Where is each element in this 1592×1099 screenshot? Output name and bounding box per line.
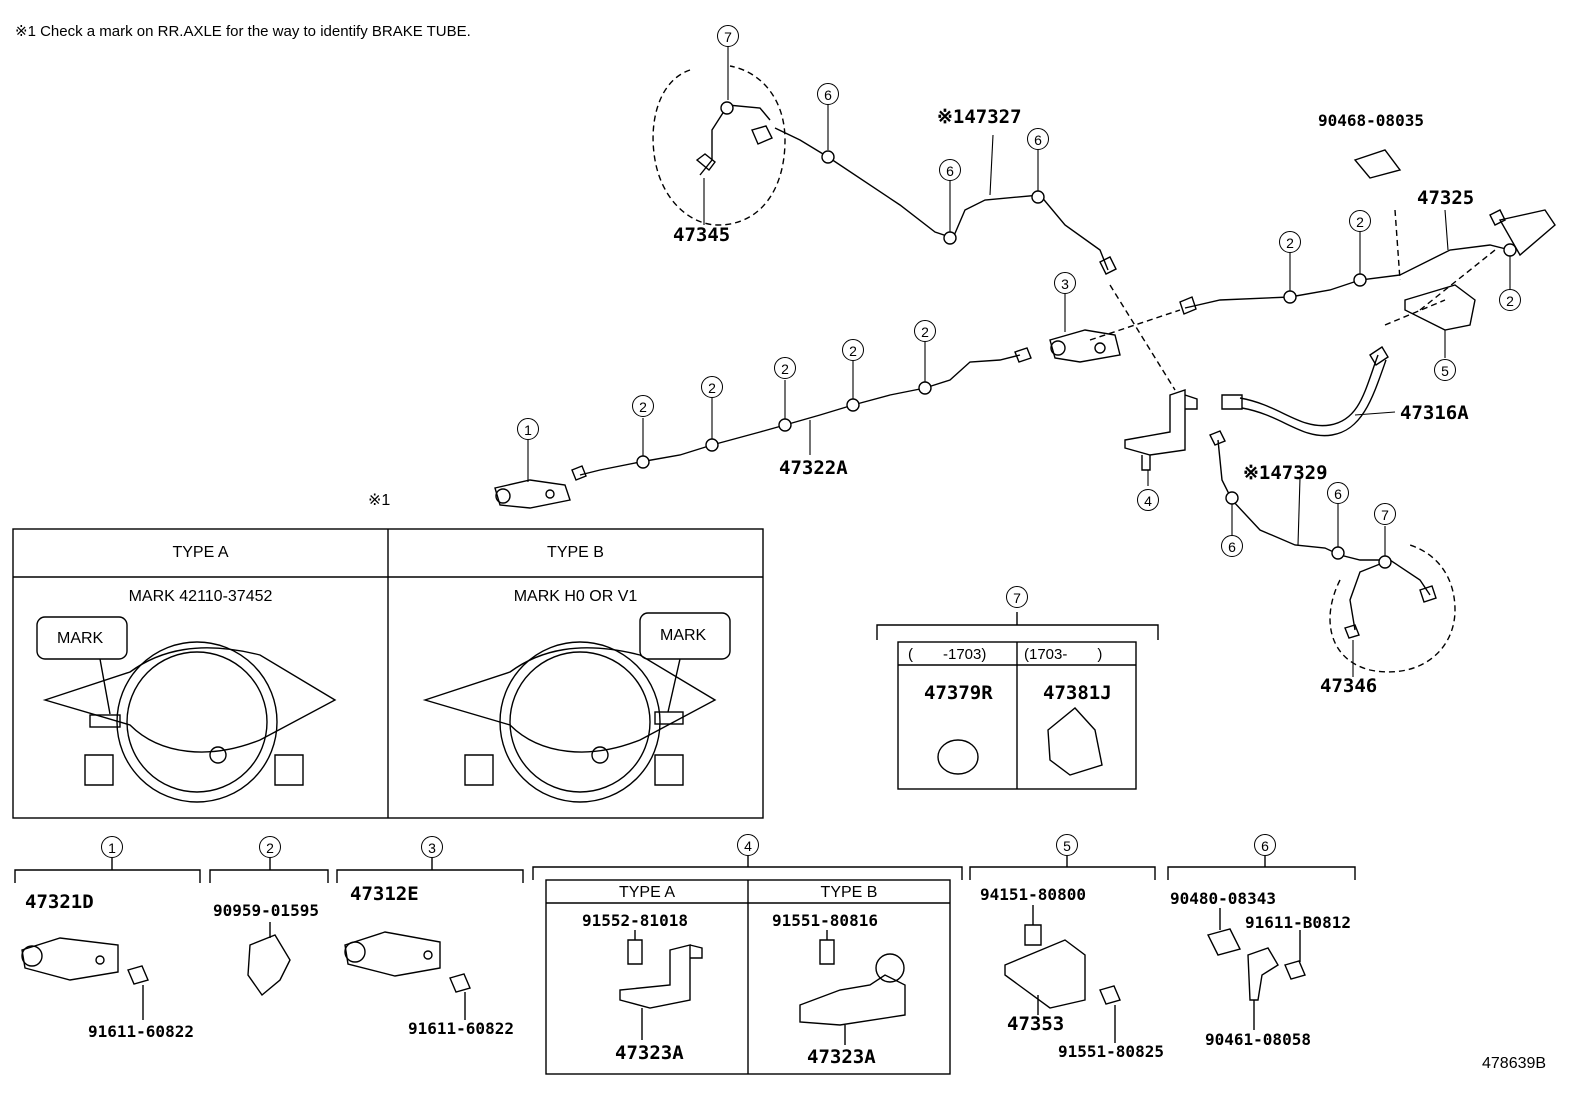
- part-90461-08058[interactable]: 90461-08058: [1205, 1030, 1311, 1049]
- detail-1-union: [21, 937, 149, 1020]
- callout-2[interactable]: 2: [914, 320, 936, 342]
- callout-2[interactable]: 2: [701, 376, 723, 398]
- callout-6[interactable]: 6: [1254, 834, 1276, 856]
- callout-7[interactable]: 7: [717, 25, 739, 47]
- callout-2[interactable]: 2: [1279, 231, 1301, 253]
- callout-3[interactable]: 3: [421, 836, 443, 858]
- bracket-47323A: [1124, 389, 1198, 471]
- part-91611-60822[interactable]: 91611-60822: [88, 1022, 194, 1041]
- part-91552-81018[interactable]: 91552-81018: [582, 911, 688, 930]
- axle-type-table: [12, 528, 764, 819]
- callout-1[interactable]: 1: [101, 836, 123, 858]
- detail-7-table: [876, 612, 1159, 790]
- callout-3[interactable]: 3: [1054, 272, 1076, 294]
- callout-4[interactable]: 4: [737, 834, 759, 856]
- detail-2-clip: [247, 922, 291, 997]
- detail7-col2-header: (1703- ): [1024, 646, 1103, 663]
- mark-label-a: MARK: [57, 630, 104, 647]
- note-text: ※1 Check a mark on RR.AXLE for the way t…: [15, 23, 471, 40]
- brake-tube-47327: [774, 127, 1117, 275]
- part-47323A-b[interactable]: 47323A: [807, 1046, 876, 1068]
- part-90468-08035[interactable]: 90468-08035: [1318, 111, 1424, 130]
- mark-label-b: MARK: [660, 627, 707, 644]
- type-b-header: TYPE B: [547, 544, 604, 561]
- callout-2[interactable]: 2: [1499, 289, 1521, 311]
- callout-2[interactable]: 2: [259, 836, 281, 858]
- part-47353[interactable]: 47353: [1007, 1013, 1065, 1035]
- ref-star: ※1: [368, 492, 391, 509]
- part-90959-01595[interactable]: 90959-01595: [213, 901, 319, 920]
- part-47312E[interactable]: 47312E: [350, 883, 419, 905]
- part-47322A[interactable]: 47322A: [779, 457, 848, 479]
- part-47381J[interactable]: 47381J: [1043, 682, 1112, 704]
- callout-6[interactable]: 6: [817, 83, 839, 105]
- flexible-hose-47316A: [1221, 346, 1389, 437]
- bracket-47353: [1404, 284, 1476, 331]
- part-47329[interactable]: ※147329: [1243, 462, 1328, 484]
- detail4-type-b: TYPE B: [820, 884, 878, 901]
- callout-1[interactable]: 1: [517, 418, 539, 440]
- brake-tube-47322A: [571, 347, 1032, 481]
- callout-5[interactable]: 5: [1434, 359, 1456, 381]
- callout-6[interactable]: 6: [1027, 128, 1049, 150]
- part-47316A[interactable]: 47316A: [1400, 402, 1469, 424]
- detail-5-bracket: [1004, 905, 1121, 1043]
- rear-right-backing-plate: [1329, 544, 1456, 673]
- type-a-header: TYPE A: [172, 544, 229, 561]
- part-47379R[interactable]: 47379R: [924, 682, 993, 704]
- part-94151-80800[interactable]: 94151-80800: [980, 885, 1086, 904]
- assembly-lines: [1089, 209, 1496, 391]
- detail4-type-a: TYPE A: [618, 884, 676, 901]
- part-91551-80816[interactable]: 91551-80816: [772, 911, 878, 930]
- callout-5[interactable]: 5: [1056, 834, 1078, 856]
- type-b-mark: MARK H0 OR V1: [513, 588, 638, 605]
- detail7-col1-header: ( -1703): [908, 646, 987, 663]
- part-47321D[interactable]: 47321D: [25, 891, 94, 913]
- figure-id: 478639B: [1482, 1055, 1547, 1072]
- union-47321D: [494, 479, 571, 509]
- callout-7[interactable]: 7: [1006, 586, 1028, 608]
- callout-6[interactable]: 6: [1221, 535, 1243, 557]
- part-47323A-a[interactable]: 47323A: [615, 1042, 684, 1064]
- part-90480-08343[interactable]: 90480-08343: [1170, 889, 1276, 908]
- callout-2[interactable]: 2: [1349, 210, 1371, 232]
- detail-3-union: [344, 931, 471, 1020]
- callout-2[interactable]: 2: [632, 395, 654, 417]
- part-91551-80825[interactable]: 91551-80825: [1058, 1042, 1164, 1061]
- detail-brackets: [14, 856, 1356, 1075]
- detail-6-clips: [1206, 908, 1306, 1030]
- part-47327[interactable]: ※147327: [937, 106, 1022, 128]
- part-47345[interactable]: 47345: [673, 224, 731, 246]
- detail-4-brackets: [619, 930, 906, 1045]
- callout-6[interactable]: 6: [1327, 482, 1349, 504]
- part-91611-60822-b[interactable]: 91611-60822: [408, 1019, 514, 1038]
- callout-7[interactable]: 7: [1374, 503, 1396, 525]
- part-47325[interactable]: 47325: [1417, 187, 1475, 209]
- part-47346[interactable]: 47346: [1320, 675, 1378, 697]
- part-91611-B0812[interactable]: 91611-B0812: [1245, 913, 1351, 932]
- callout-2[interactable]: 2: [842, 339, 864, 361]
- clip-90468-08035: [1353, 149, 1402, 179]
- callout-4[interactable]: 4: [1137, 489, 1159, 511]
- rear-left-backing-plate: [652, 65, 786, 226]
- three-way-union: [1049, 329, 1121, 363]
- brake-tube-47329: [1209, 430, 1385, 561]
- type-a-mark: MARK 42110-37452: [128, 588, 273, 605]
- callout-6[interactable]: 6: [939, 159, 961, 181]
- callout-2[interactable]: 2: [774, 357, 796, 379]
